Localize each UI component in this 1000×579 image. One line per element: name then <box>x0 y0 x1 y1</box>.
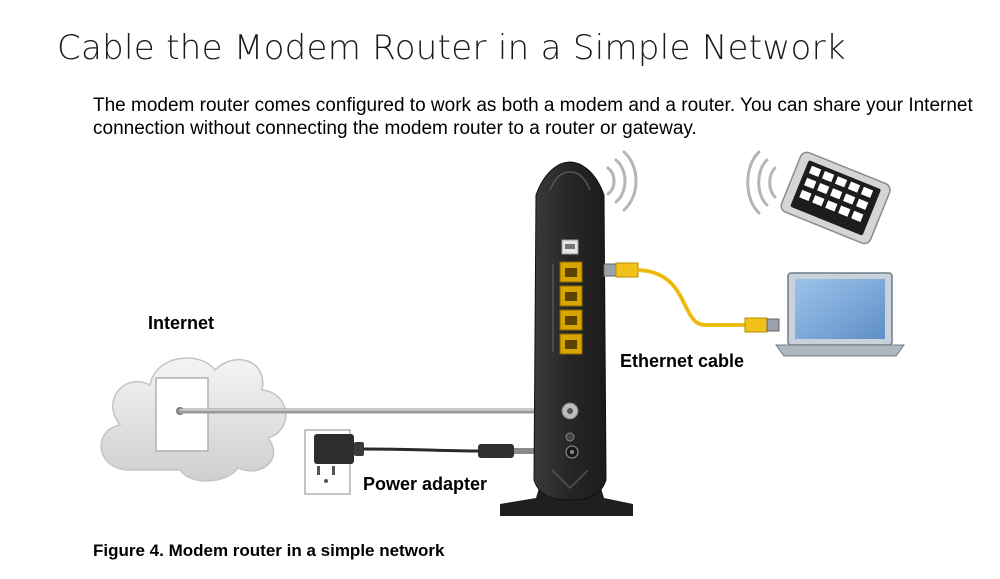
wifi-waves-icon <box>606 150 638 212</box>
modem-router-icon <box>500 161 633 516</box>
page-title: Cable the Modem Router in a Simple Netwo… <box>57 28 846 68</box>
power-adapter-label: Power adapter <box>363 474 488 494</box>
ethernet-cable-icon <box>603 262 780 333</box>
intro-paragraph: The modem router comes configured to wor… <box>93 95 973 139</box>
laptop-icon <box>775 272 905 357</box>
ethernet-cable-label: Ethernet cable <box>620 351 745 371</box>
tablet-icon <box>780 151 891 245</box>
power-adapter-icon <box>314 434 536 464</box>
wall-jack-icon <box>155 377 209 452</box>
figure-caption: Figure 4. Modem router in a simple netwo… <box>93 541 445 560</box>
coax-cable <box>177 408 569 414</box>
wifi-waves-icon <box>746 150 777 215</box>
internet-label: Internet <box>148 313 215 333</box>
